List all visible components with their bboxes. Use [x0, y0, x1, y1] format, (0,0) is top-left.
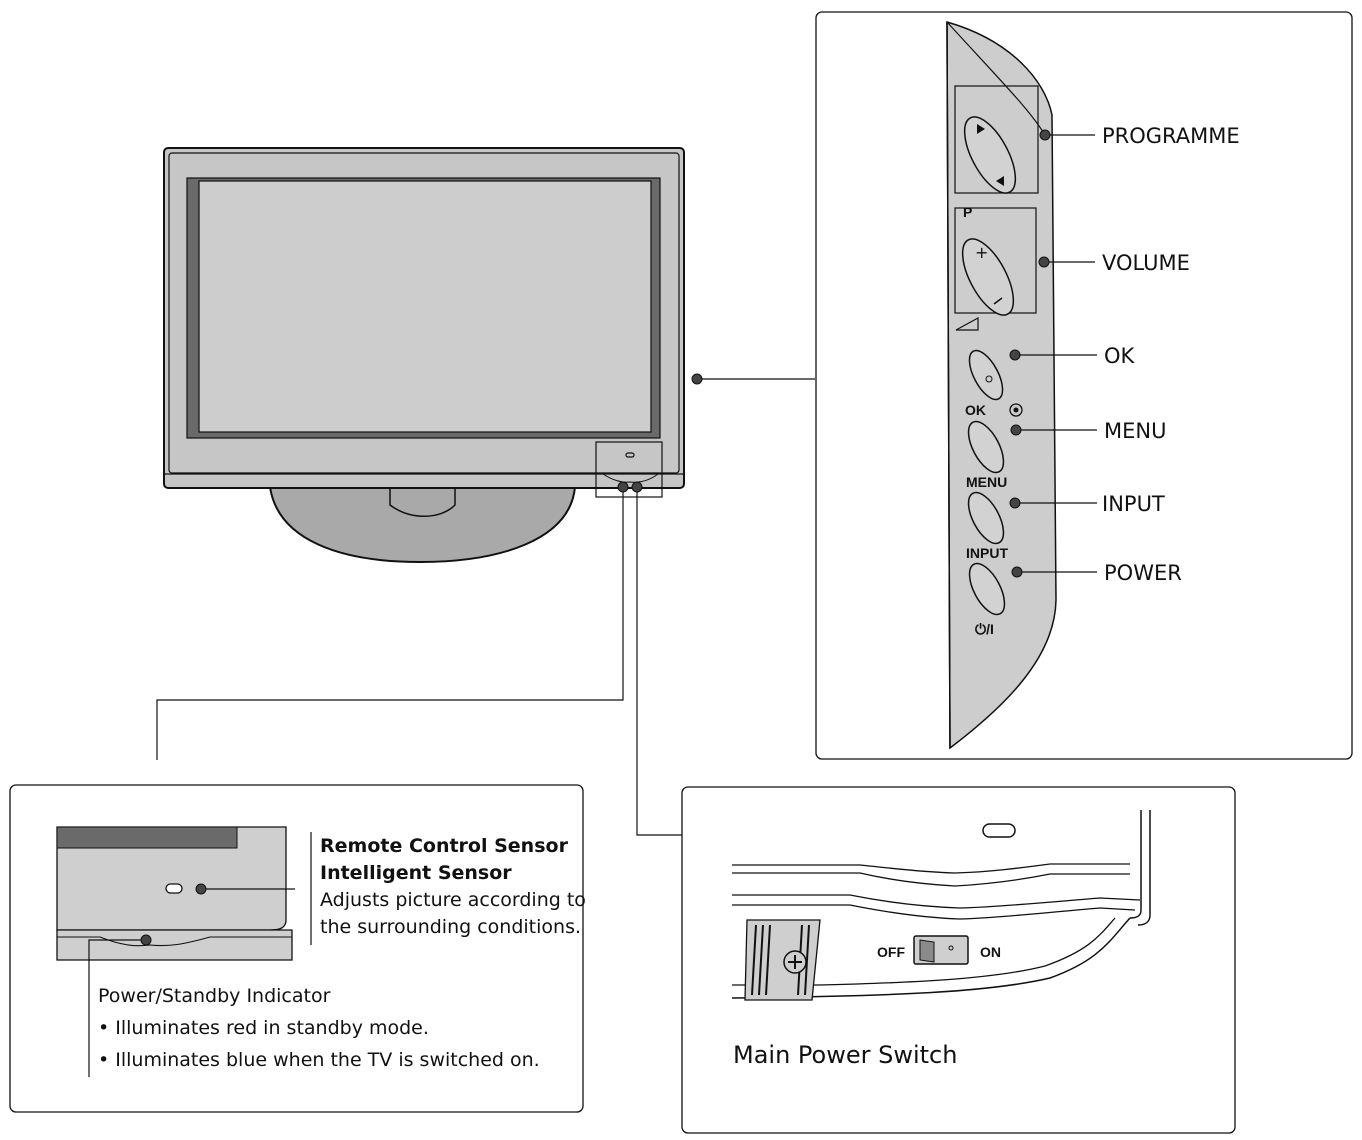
label-power: POWER: [1104, 561, 1182, 585]
indicator-bullet-2: • Illuminates blue when the TV is switch…: [98, 1049, 540, 1071]
volume-minus-icon: [993, 297, 1003, 305]
indicator-bullet-1: • Illuminates red in standby mode.: [98, 1017, 429, 1039]
switch-panel: OFF ON Main Power Switch: [681, 786, 1236, 1134]
ok-target-icon: [1009, 403, 1023, 417]
sensor-highlight-box: [595, 441, 663, 498]
sensor-panel: Remote Control Sensor Intelligent Sensor…: [9, 784, 586, 1113]
vent-grille: [744, 919, 821, 1001]
power-mark: ⏻/I: [975, 621, 994, 637]
side-control-dot: [691, 373, 703, 385]
menu-mark: MENU: [966, 474, 1007, 490]
intelligent-sensor-desc-2: the surrounding conditions.: [320, 916, 581, 938]
switch-on-label: ON: [980, 944, 1001, 960]
remote-sensor-title: Remote Control Sensor: [320, 835, 569, 857]
volume-icon: [955, 316, 979, 331]
remote-sensor-dot: [195, 883, 207, 895]
switch-off-label: OFF: [877, 944, 905, 960]
switch-sensor-window: [982, 823, 1016, 838]
label-ok: OK: [1104, 344, 1136, 368]
tv-screen: [198, 180, 652, 433]
indicator-dot: [140, 934, 152, 946]
side-control-panel: P + OK MENU INPUT ⏻/I: [815, 11, 1353, 760]
main-power-switch-caption: Main Power Switch: [733, 1041, 957, 1069]
label-programme: PROGRAMME: [1102, 124, 1240, 148]
volume-plus-icon: +: [975, 243, 988, 262]
volume-button[interactable]: [952, 231, 1023, 322]
ok-button[interactable]: [963, 346, 1010, 405]
tv-front: [163, 147, 815, 564]
tv-stand: [268, 486, 577, 564]
ok-mark: OK: [965, 402, 986, 418]
input-button[interactable]: [961, 487, 1010, 549]
indicator-title: Power/Standby Indicator: [98, 985, 331, 1007]
programme-up-icon: [977, 124, 985, 134]
tv-stand-neck: [389, 487, 456, 517]
label-volume: VOLUME: [1102, 251, 1190, 275]
programme-button[interactable]: [954, 109, 1025, 200]
tv-indicator-dot-right: [631, 481, 643, 493]
intelligent-sensor-desc-1: Adjusts picture according to: [320, 889, 586, 911]
sensor-window: [165, 883, 183, 894]
power-button[interactable]: [962, 558, 1011, 620]
connector-lines: [156, 492, 682, 836]
menu-button[interactable]: [961, 416, 1010, 478]
programme-down-icon: [996, 176, 1004, 186]
intelligent-sensor-title: Intelligent Sensor: [320, 862, 512, 884]
label-input: INPUT: [1102, 492, 1165, 516]
programme-mark: P: [963, 204, 972, 220]
input-mark: INPUT: [966, 545, 1008, 561]
tv-indicator-dot-left: [617, 481, 629, 493]
label-menu: MENU: [1104, 419, 1166, 443]
